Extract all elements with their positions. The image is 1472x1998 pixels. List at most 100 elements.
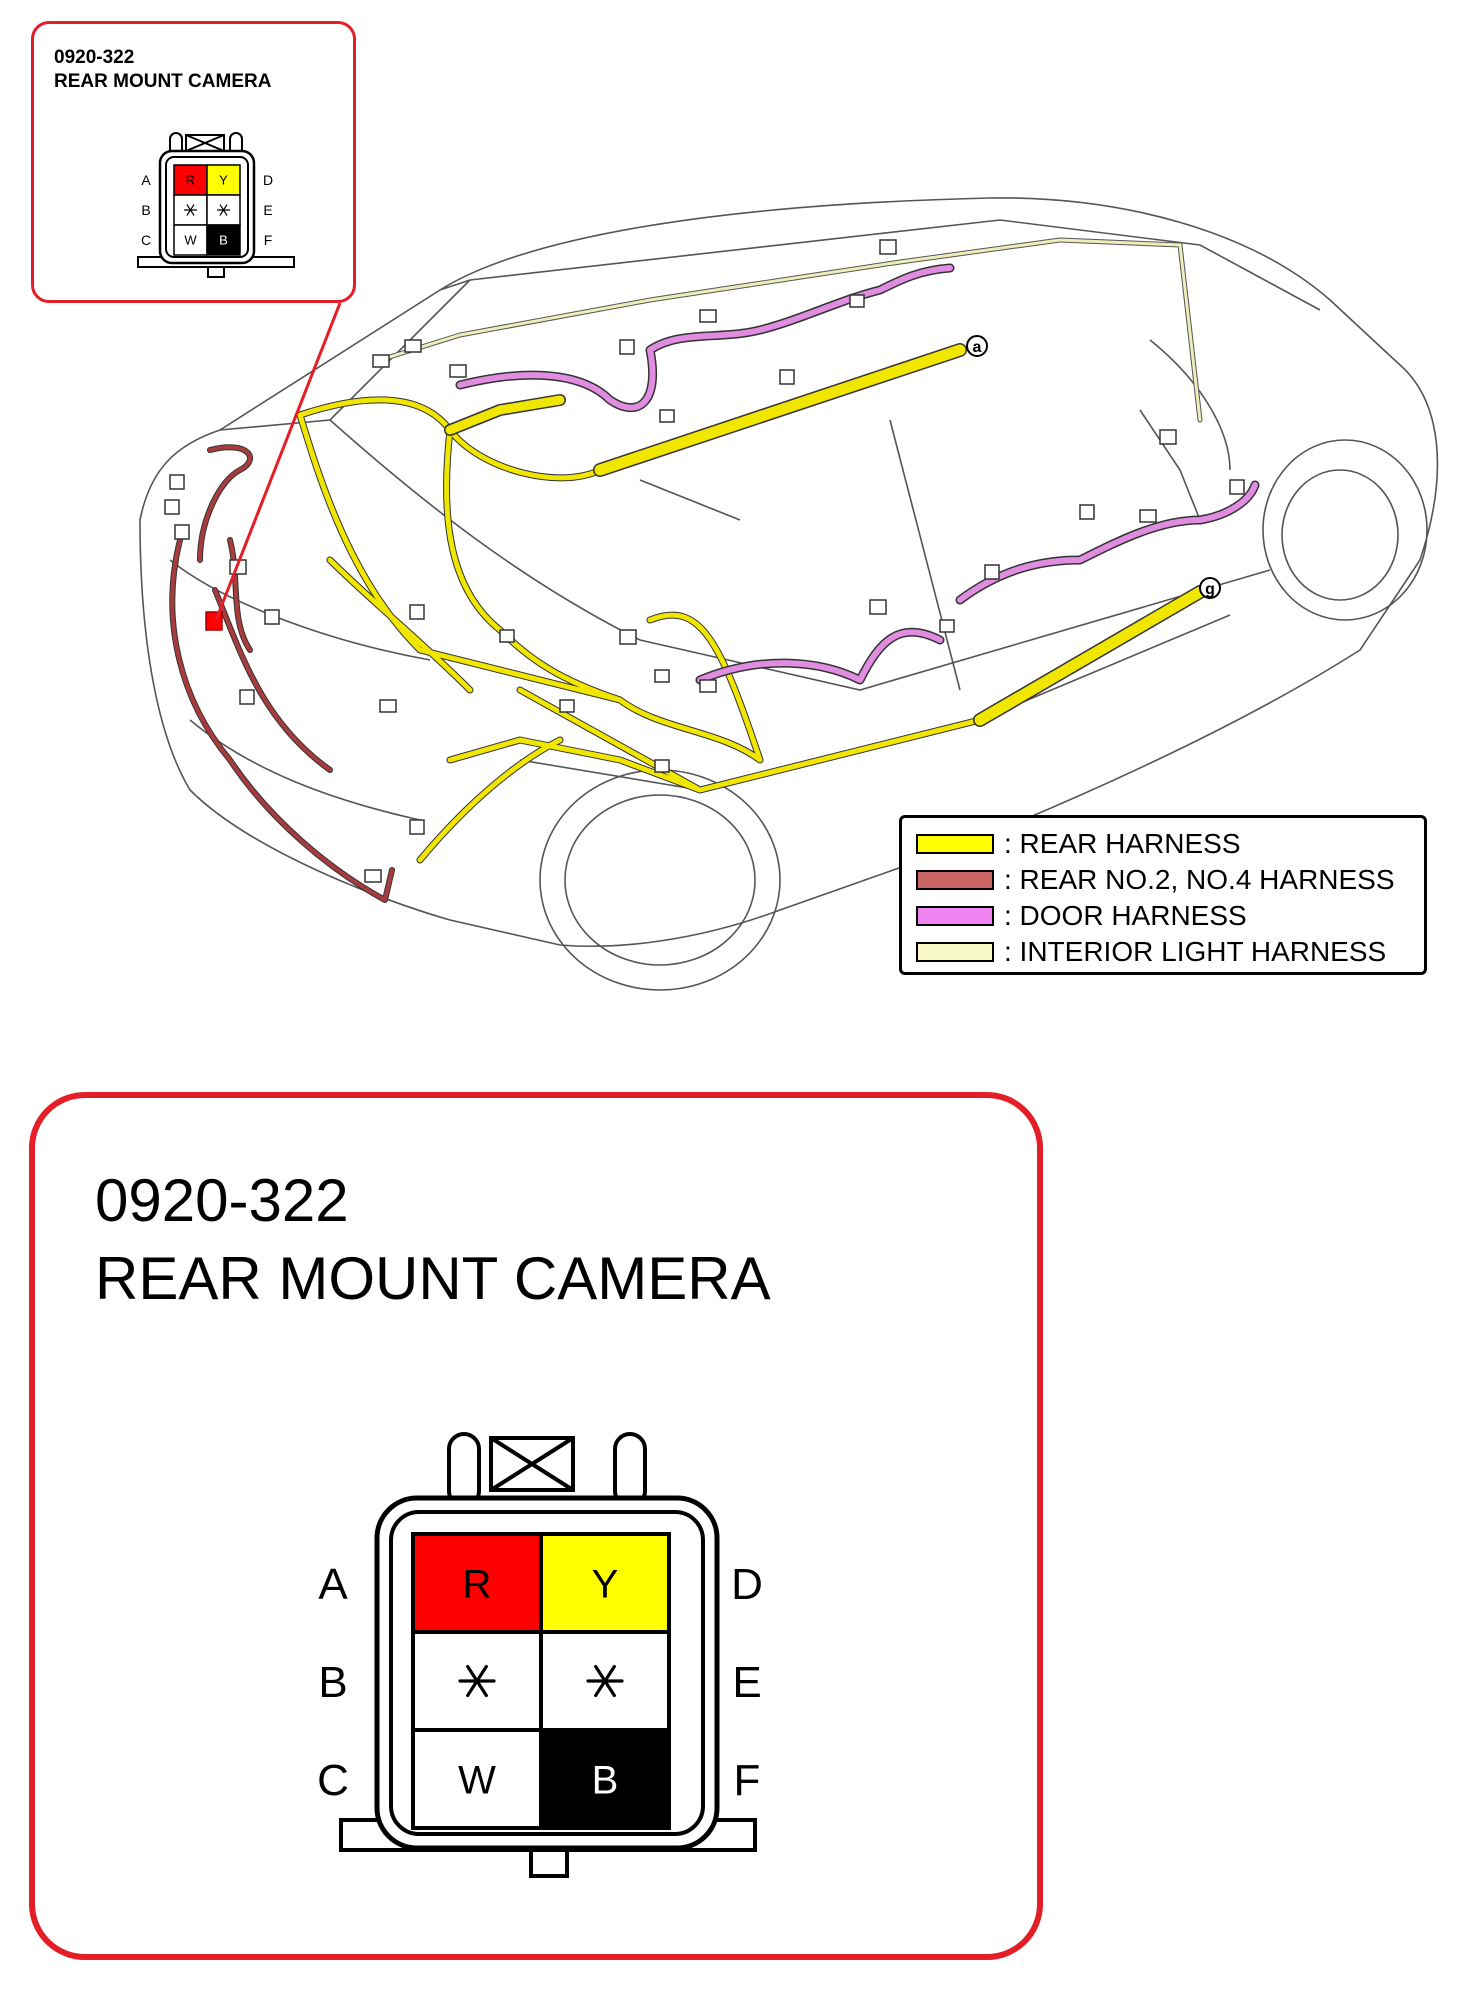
trunk-line xyxy=(169,559,431,661)
legend-swatch xyxy=(916,942,994,962)
rear-harness-main-run-lower-fill xyxy=(974,586,1206,726)
connector-box xyxy=(174,524,190,540)
connector-box xyxy=(264,609,280,625)
connector-box xyxy=(169,474,185,490)
large-connector-name: REAR MOUNT CAMERA xyxy=(95,1245,771,1312)
connector-box xyxy=(1079,504,1095,520)
small-connector-name: REAR MOUNT CAMERA xyxy=(54,71,272,92)
small-pin-cell-f xyxy=(206,224,241,256)
large-latch-post-left xyxy=(447,1432,481,1508)
marker-a-label: a xyxy=(973,339,982,356)
small-latch-cross-2 xyxy=(185,134,225,152)
connector-box xyxy=(1229,479,1245,495)
rear-wheel xyxy=(564,794,756,966)
large-pin-cell-d xyxy=(539,1532,671,1634)
small-pin-e-unused-mark xyxy=(216,204,231,216)
connector-box xyxy=(1159,429,1177,445)
legend-label: : INTERIOR LIGHT HARNESS xyxy=(1004,936,1387,967)
rear-wheel-arch xyxy=(539,769,781,991)
small-pin-a-wire-color: R xyxy=(186,173,195,188)
large-pin-letter-b: B xyxy=(318,1658,347,1707)
small-pin-letter-a: A xyxy=(141,172,151,188)
small-pin-letter-f: F xyxy=(264,232,273,248)
connector-box xyxy=(404,339,422,353)
connector-box xyxy=(699,679,717,693)
small-pin-b-unused-mark xyxy=(183,204,198,216)
interior-light-harness-fill xyxy=(378,238,1202,422)
front-wheel-arch xyxy=(1262,439,1428,621)
connector-box xyxy=(779,369,795,385)
trunk-line-2 xyxy=(189,719,421,821)
interior-light-harness-path xyxy=(377,237,1203,423)
rear-no2-harness-outline xyxy=(169,444,395,903)
small-pin-d-wire-color: Y xyxy=(219,173,228,188)
vehicle-harness-diagram: a g xyxy=(139,197,1439,991)
interior-light-harness xyxy=(377,237,1203,423)
large-latch-post-right xyxy=(613,1432,647,1508)
connector-box xyxy=(984,564,1000,580)
connector-box xyxy=(659,409,675,423)
legend-swatch xyxy=(916,906,994,926)
connector-box xyxy=(409,819,425,835)
large-latch-cross-2 xyxy=(489,1436,575,1492)
legend-item-door-harness: : DOOR HARNESS xyxy=(916,900,1247,932)
large-connector-tab xyxy=(529,1848,569,1878)
legend-label: : DOOR HARNESS xyxy=(1004,900,1247,931)
rear-harness xyxy=(296,343,1207,864)
small-pin-cell-e xyxy=(206,194,241,226)
connector-box xyxy=(372,354,390,368)
marker-g-label: g xyxy=(1205,581,1215,598)
large-pin-letter-c: C xyxy=(317,1756,349,1805)
door-harness xyxy=(455,263,1260,685)
connector-box xyxy=(869,599,887,615)
marker-a-circle xyxy=(966,335,988,357)
legend-item-rear-no2-no4-harness: : REAR NO.2, NO.4 HARNESS xyxy=(916,864,1395,896)
marker-g-circle xyxy=(1199,577,1221,599)
inset-leader-line xyxy=(214,302,342,621)
large-connector-code: 0920-322 xyxy=(95,1167,349,1234)
connector-box xyxy=(619,629,637,645)
small-pin-letter-e: E xyxy=(263,202,272,218)
legend-label: : REAR HARNESS xyxy=(1004,828,1241,859)
small-connector-tab xyxy=(207,266,225,278)
small-pin-f-wire-color: B xyxy=(219,233,228,248)
front-wheel xyxy=(1281,469,1399,601)
roof-line xyxy=(439,219,1321,311)
connector-box xyxy=(379,699,397,713)
connector-box xyxy=(499,629,515,643)
small-connector-code: 0920-322 xyxy=(54,47,135,68)
connector-box xyxy=(939,619,955,633)
large-pin-letter-a: A xyxy=(318,1560,348,1609)
connector-box xyxy=(409,604,425,620)
legend-label: : REAR NO.2, NO.4 HARNESS xyxy=(1004,864,1395,895)
harness-marker-g: g xyxy=(1199,577,1221,599)
small-pin-letter-b: B xyxy=(141,202,150,218)
large-pin-letter-e: E xyxy=(732,1658,761,1707)
pillar-line xyxy=(1139,409,1201,521)
rear-harness-side-run-fill xyxy=(445,395,565,435)
connector-box xyxy=(1139,509,1157,523)
small-connector-latch xyxy=(169,132,243,156)
rear-no2-harness-fill xyxy=(170,445,394,902)
connector-box xyxy=(449,364,467,378)
belt-line xyxy=(329,419,1271,691)
door-harness-fill xyxy=(457,265,1258,683)
harness-legend: : REAR HARNESS : REAR NO.2, NO.4 HARNESS… xyxy=(899,815,1427,975)
large-pin-letter-d: D xyxy=(731,1560,763,1609)
connector-box xyxy=(654,669,670,683)
connector-box xyxy=(849,294,865,308)
large-pin-a-wire-color: R xyxy=(463,1562,492,1606)
door-line-2 xyxy=(639,479,741,521)
connector-box xyxy=(654,759,670,773)
large-pin-cell-f xyxy=(539,1728,671,1830)
rear-no2-no4-harness xyxy=(169,444,395,903)
legend-item-rear-harness: : REAR HARNESS xyxy=(916,828,1241,860)
large-pin-cell-c xyxy=(411,1728,543,1830)
small-pin-letter-d: D xyxy=(263,172,273,188)
